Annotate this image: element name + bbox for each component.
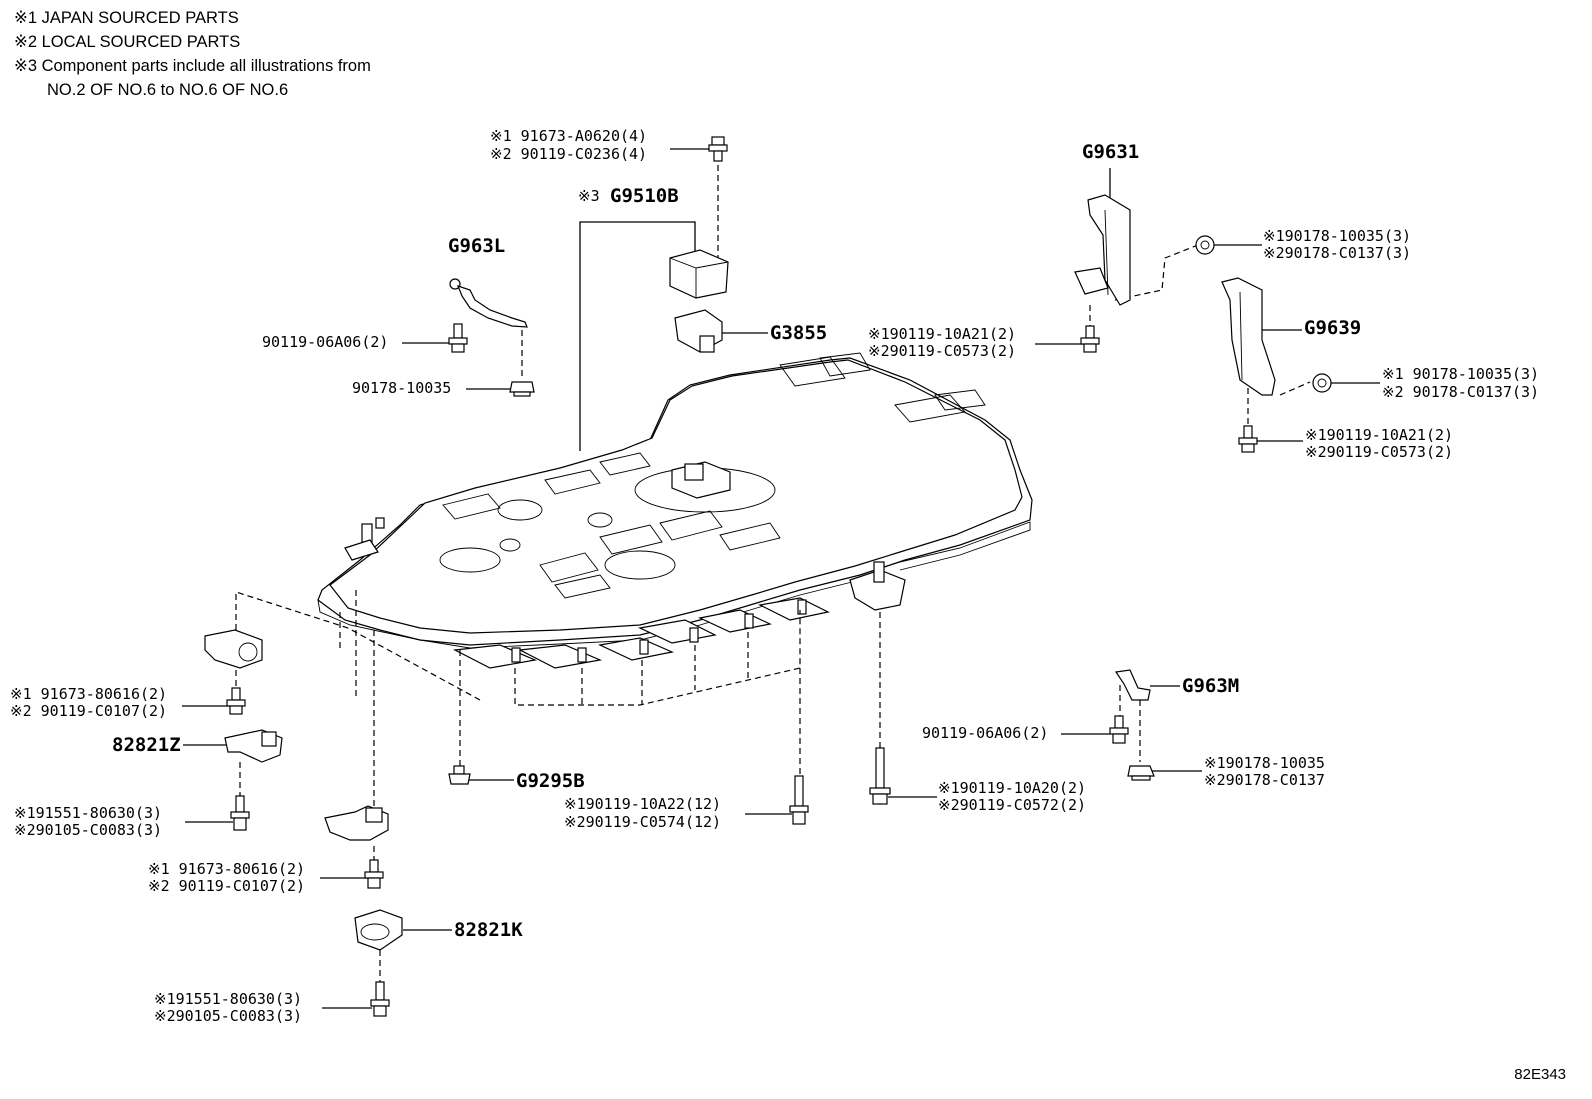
bolt-icon bbox=[789, 775, 809, 825]
clamp-icon bbox=[324, 805, 389, 841]
bolt-icon bbox=[226, 687, 246, 715]
label-g9631-nut-japan: ※190178-10035(3) bbox=[1263, 227, 1412, 245]
label-top-bolt-japan: ※1 91673-A0620(4) bbox=[490, 127, 648, 145]
nut-icon bbox=[1195, 235, 1215, 255]
label-g963l: G963L bbox=[448, 235, 506, 257]
label-nut-90178-10035: 90178-10035 bbox=[352, 379, 452, 397]
bracket-icon bbox=[1114, 669, 1151, 701]
label-g963m-nut-local: ※290178-C0137 bbox=[1204, 771, 1325, 789]
label-g9639-bolt-local: ※290119-C0573(2) bbox=[1305, 443, 1454, 461]
bolt-icon bbox=[364, 859, 384, 889]
label-left-bolt2-local: ※290105-C0083(3) bbox=[14, 821, 163, 839]
wire-strap-icon bbox=[449, 278, 528, 328]
bolt-icon bbox=[869, 747, 891, 805]
small-parts bbox=[204, 136, 1332, 1017]
label-g9639-nut-local: ※2 90178-C0137(3) bbox=[1382, 383, 1540, 401]
bolt-icon bbox=[708, 136, 728, 162]
label-82821z: 82821Z bbox=[112, 734, 181, 756]
label-mid-bolt-japan: ※1 91673-80616(2) bbox=[148, 860, 306, 878]
bracket-icon bbox=[1221, 277, 1276, 396]
leader-lines bbox=[182, 148, 1380, 1009]
label-g9295b: G9295B bbox=[516, 770, 585, 792]
battery-tray-illustration bbox=[317, 352, 1033, 669]
bolt-icon bbox=[230, 795, 250, 831]
sensor-icon bbox=[204, 629, 263, 669]
label-bottom-bolt-japan: ※191551-80630(3) bbox=[154, 990, 303, 1008]
bolt-icon bbox=[448, 323, 468, 353]
note-local-sourced: ※2 LOCAL SOURCED PARTS bbox=[14, 33, 241, 51]
bracket-icon bbox=[1074, 194, 1131, 306]
connector-cover-icon bbox=[669, 249, 729, 299]
label-g9631: G9631 bbox=[1082, 141, 1140, 163]
label-82821k: 82821K bbox=[454, 919, 523, 941]
connector-icon bbox=[674, 309, 723, 353]
note-component-parts: ※3 Component parts include all illustrat… bbox=[14, 57, 371, 75]
note-component-parts-range: NO.2 OF NO.6 to NO.6 OF NO.6 bbox=[47, 81, 289, 99]
dashed-lines bbox=[235, 165, 1311, 985]
clamp-icon bbox=[224, 729, 283, 763]
label-g3855: G3855 bbox=[770, 322, 828, 344]
bolt-icon bbox=[1109, 715, 1129, 744]
nut-icon bbox=[1127, 765, 1155, 781]
label-center-bolt-japan: ※190119-10A22(12) bbox=[564, 795, 722, 813]
clip-icon bbox=[448, 765, 471, 785]
label-g963m: G963M bbox=[1182, 675, 1240, 697]
label-g9639-nut-japan: ※1 90178-10035(3) bbox=[1382, 365, 1540, 383]
label-bottom-bolt-local: ※290105-C0083(3) bbox=[154, 1007, 303, 1025]
sensor-bracket-icon bbox=[354, 909, 403, 951]
bolt-icon bbox=[370, 981, 390, 1017]
bolt-icon bbox=[1080, 325, 1100, 353]
label-g9639: G9639 bbox=[1304, 317, 1362, 339]
label-left-bolt-japan: ※1 91673-80616(2) bbox=[10, 685, 168, 703]
label-top-bolt-local: ※2 90119-C0236(4) bbox=[490, 145, 648, 163]
label-g9631-bolt-local: ※290119-C0573(2) bbox=[868, 342, 1017, 360]
label-left-bolt-local: ※2 90119-C0107(2) bbox=[10, 702, 168, 720]
nut-icon bbox=[509, 381, 535, 397]
label-g9510b: G9510B bbox=[610, 185, 679, 207]
label-mid-bolt-local: ※2 90119-C0107(2) bbox=[148, 877, 306, 895]
label-center-bolt-local: ※290119-C0574(12) bbox=[564, 813, 722, 831]
label-right-bolt-japan: ※190119-10A20(2) bbox=[938, 779, 1087, 797]
reference-code: 82E343 bbox=[1514, 1066, 1566, 1083]
label-g9631-bolt-japan: ※190119-10A21(2) bbox=[868, 325, 1017, 343]
label-right-bolt-local: ※290119-C0572(2) bbox=[938, 796, 1087, 814]
label-g9510b-prefix: ※3 bbox=[578, 187, 600, 205]
label-bolt-90119-06a06-left: 90119-06A06(2) bbox=[262, 333, 389, 351]
bolt-icon bbox=[1238, 425, 1258, 453]
label-left-bolt2-japan: ※191551-80630(3) bbox=[14, 804, 163, 822]
nut-icon bbox=[1312, 373, 1332, 393]
label-g9639-bolt-japan: ※190119-10A21(2) bbox=[1305, 426, 1454, 444]
label-g963m-nut-japan: ※190178-10035 bbox=[1204, 754, 1325, 772]
label-g9631-nut-local: ※290178-C0137(3) bbox=[1263, 244, 1412, 262]
label-bolt-90119-06a06-right: 90119-06A06(2) bbox=[922, 724, 1049, 742]
note-japan-sourced: ※1 JAPAN SOURCED PARTS bbox=[14, 9, 239, 27]
